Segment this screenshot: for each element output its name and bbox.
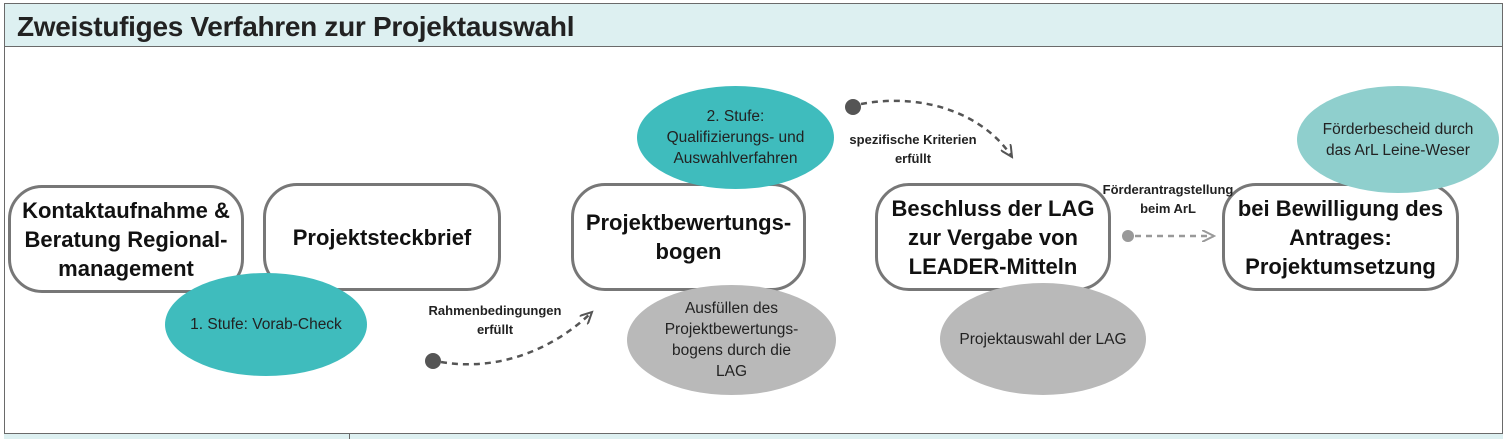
box-projektsteckbrief: Projektsteckbrief <box>263 183 501 291</box>
ellipse-stufe-1-label: 1. Stufe: Vorab-Check <box>190 316 342 333</box>
ellipse-ausfuellen: Ausfüllen des Projektbewertungs-bogens d… <box>627 285 836 395</box>
label-spezifische-kriterien: spezifische Kriterien erfüllt <box>838 130 988 168</box>
label-spezifische-kriterien-line1: spezifische Kriterien <box>849 132 977 147</box>
dashed-arrow-rahmen <box>440 312 592 366</box>
box-bewilligung: bei Bewilligung des Antrages: Projektums… <box>1222 183 1459 291</box>
footer-bar <box>4 433 1503 439</box>
arrow-start-dot-antrag <box>1122 230 1134 242</box>
box-beschluss-lag-label: Beschluss der LAG zur Vergabe von LEADER… <box>891 195 1095 279</box>
ellipse-stufe-2: 2. Stufe: Qualifizierungs- und Auswahlve… <box>637 86 834 189</box>
ellipse-stufe-2-label: Qualifizierungs- und Auswahlverfahren <box>666 129 805 167</box>
dashed-arrow-kriterien <box>860 99 1012 157</box>
ellipse-ausfuellen-label: Ausfüllen des Projektbewertungs-bogens d… <box>664 300 799 380</box>
label-rahmenbedingungen: Rahmenbedingungen erfüllt <box>420 301 570 339</box>
page-title: Zweistufiges Verfahren zur Projektauswah… <box>17 11 575 42</box>
ellipse-foerderbescheid: Förderbescheid durch das ArL Leine-Weser <box>1297 86 1499 193</box>
box-kontaktaufnahme-label: Kontaktaufnahme & Beratung Regional-mana… <box>22 197 230 281</box>
box-beschluss-lag: Beschluss der LAG zur Vergabe von LEADER… <box>875 183 1111 291</box>
title-bar: Zweistufiges Verfahren zur Projektauswah… <box>4 3 1503 47</box>
box-projektbewertungsbogen: Projektbewertungs-bogen <box>571 183 806 291</box>
label-foerderantragstellung-line1: Förderantragstellung <box>1102 182 1234 197</box>
label-foerderantragstellung-line2: beim ArL <box>1140 201 1196 216</box>
box-projektsteckbrief-label: Projektsteckbrief <box>292 224 472 250</box>
ellipse-foerderbescheid-label: Förderbescheid durch das ArL Leine-Weser <box>1322 120 1474 159</box>
label-rahmenbedingungen-line1: Rahmenbedingungen <box>428 303 562 318</box>
ellipse-stufe-1: 1. Stufe: Vorab-Check <box>165 273 367 376</box>
ellipse-projektauswahl-label: Projektauswahl der LAG <box>959 330 1127 348</box>
arrow-start-dot-rahmen <box>425 353 441 369</box>
arrow-start-dot-kriterien <box>845 99 861 115</box>
label-spezifische-kriterien-line2: erfüllt <box>894 151 932 166</box>
box-kontaktaufnahme: Kontaktaufnahme & Beratung Regional-mana… <box>8 185 244 293</box>
ellipse-projektauswahl: Projektauswahl der LAG <box>940 283 1146 395</box>
box-bewilligung-label: bei Bewilligung des Antrages: Projektums… <box>1237 195 1444 279</box>
label-rahmenbedingungen-line2: erfüllt <box>476 322 514 337</box>
label-foerderantragstellung: Förderantragstellung beim ArL <box>1093 180 1243 218</box>
ellipse-stufe-2-heading: 2. Stufe: <box>706 108 765 125</box>
footer-divider <box>349 433 350 439</box>
box-projektbewertungsbogen-label: Projektbewertungs-bogen <box>585 210 792 264</box>
